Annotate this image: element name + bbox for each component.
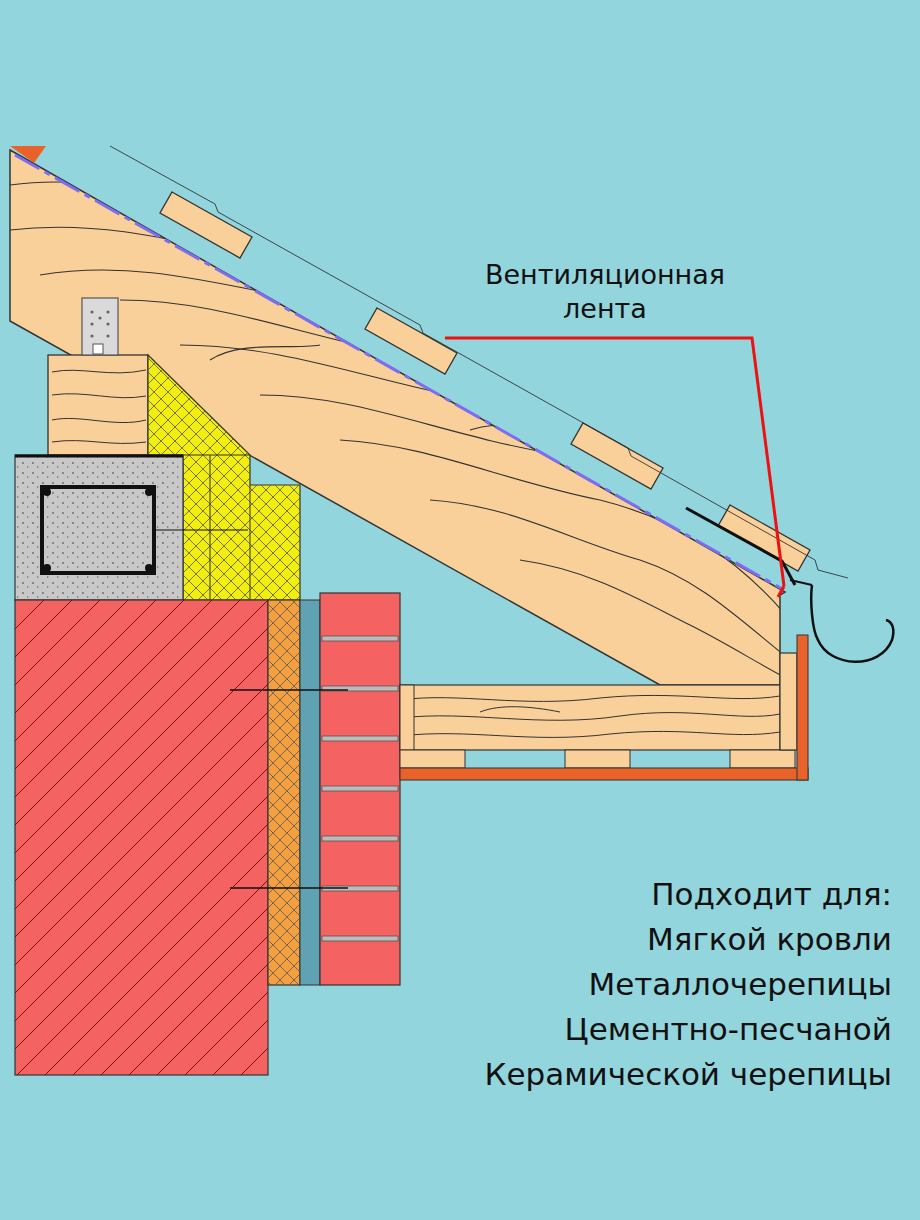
list-item: Металлочерепицы xyxy=(372,962,892,1007)
mortar-joint xyxy=(322,736,398,741)
mortar-joint xyxy=(322,936,398,941)
mortar-joint xyxy=(322,786,398,791)
list-item: Керамической черепицы xyxy=(372,1052,892,1097)
callout-label: Вентиляционная лента xyxy=(452,258,758,326)
list-heading: Подходит для: xyxy=(372,872,892,917)
mortar-joint xyxy=(322,836,398,841)
mortar-joint xyxy=(322,636,398,641)
suitability-list: Подходит для:Мягкой кровлиМеталлочерепиц… xyxy=(372,872,892,1097)
callout-text: Вентиляционная лента xyxy=(452,258,758,326)
list-item: Цементно-песчаной xyxy=(372,1007,892,1052)
list-item: Мягкой кровли xyxy=(372,917,892,962)
